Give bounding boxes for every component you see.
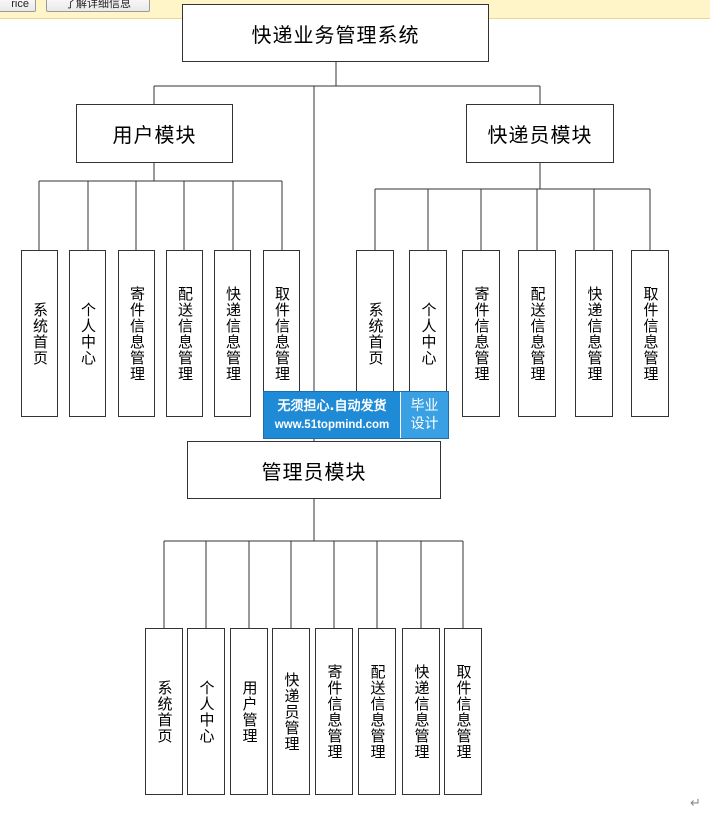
admin-leaf: 快递员管理 <box>272 628 310 795</box>
user-leaf: 配送信息管理 <box>166 250 203 417</box>
admin-leaf: 个人中心 <box>187 628 225 795</box>
user-leaf: 系统首页 <box>21 250 58 417</box>
toolbar-button-partial[interactable]: rice <box>0 0 36 12</box>
courier-leaf: 取件信息管理 <box>631 250 669 417</box>
watermark-slogan: 无须担心.自动发货 <box>277 398 387 414</box>
user-module-node: 用户模块 <box>76 104 233 163</box>
admin-leaf: 系统首页 <box>145 628 183 795</box>
admin-leaf: 配送信息管理 <box>358 628 396 795</box>
watermark-url: www.51topmind.com <box>274 418 390 431</box>
admin-module-node: 管理员模块 <box>187 441 441 499</box>
admin-leaf: 取件信息管理 <box>444 628 482 795</box>
admin-leaf: 用户管理 <box>230 628 268 795</box>
courier-module-node: 快递员模块 <box>466 104 614 163</box>
watermark-text-block: 无须担心.自动发货 www.51topmind.com <box>264 392 400 438</box>
user-leaf: 寄件信息管理 <box>118 250 155 417</box>
root-node: 快递业务管理系统 <box>182 4 489 62</box>
learn-more-button[interactable]: 了解详细信息 <box>46 0 150 12</box>
courier-leaf: 快递信息管理 <box>575 250 613 417</box>
watermark-banner: 无须担心.自动发货 www.51topmind.com 毕业设计 <box>263 391 449 439</box>
courier-leaf: 配送信息管理 <box>518 250 556 417</box>
watermark-badge: 毕业设计 <box>400 392 448 438</box>
user-leaf: 个人中心 <box>69 250 106 417</box>
courier-leaf: 寄件信息管理 <box>462 250 500 417</box>
admin-leaf: 寄件信息管理 <box>315 628 353 795</box>
courier-leaf: 系统首页 <box>356 250 394 417</box>
admin-leaf: 快递信息管理 <box>402 628 440 795</box>
user-leaf: 快递信息管理 <box>214 250 251 417</box>
courier-leaf: 个人中心 <box>409 250 447 417</box>
paragraph-mark: ↵ <box>690 796 701 811</box>
user-leaf: 取件信息管理 <box>263 250 300 417</box>
